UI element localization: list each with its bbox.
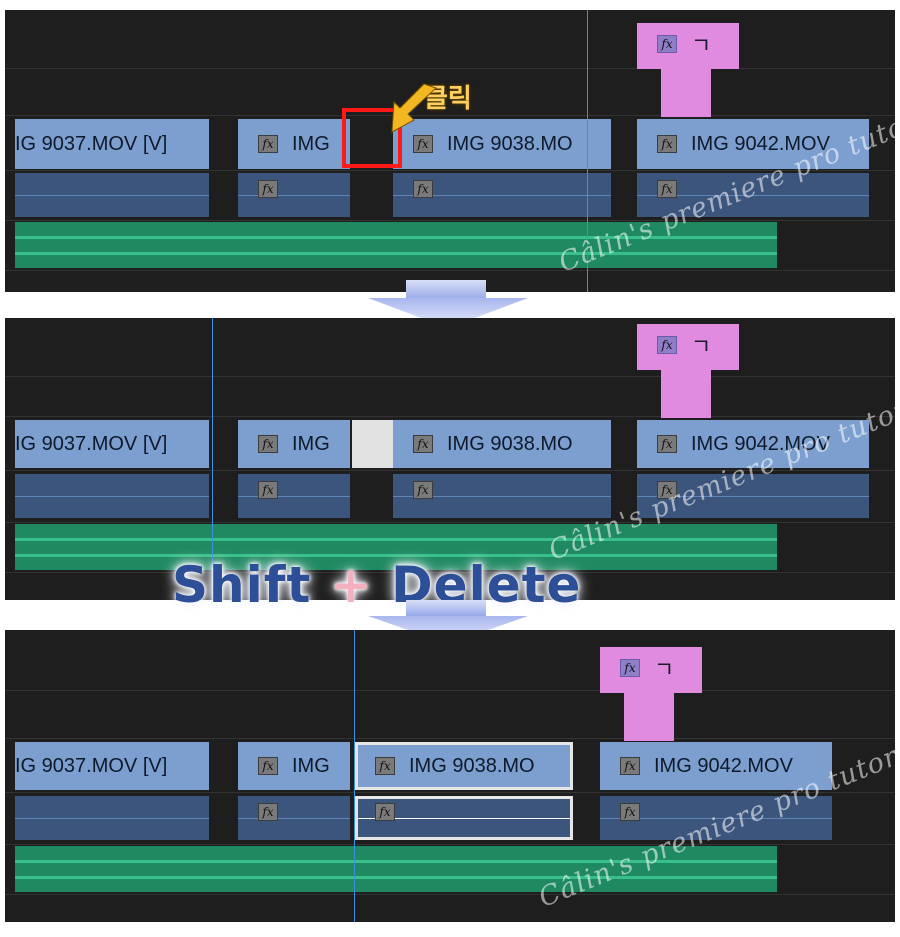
down-arrow-head (368, 298, 528, 328)
gap-highlight-box[interactable] (342, 108, 402, 168)
clip-name: IMG 9038.MO (447, 432, 573, 455)
clip-name: IG 9037.MOV [V] (15, 432, 168, 455)
clip-name: IMG (292, 132, 330, 155)
title-clip-tail (624, 693, 674, 741)
playhead[interactable] (354, 630, 355, 922)
video-clip-img[interactable]: fx IMG (238, 420, 350, 468)
audio-track-green[interactable] (15, 524, 777, 570)
fx-icon: fx (657, 481, 677, 499)
audio-clip[interactable]: fx (238, 474, 350, 518)
clip-name: IMG (292, 432, 330, 455)
fx-icon: fx (657, 135, 677, 153)
fx-icon: fx (620, 659, 640, 677)
audio-clip[interactable]: fx (238, 173, 350, 217)
title-clip-tail (661, 69, 711, 117)
fx-icon: fx (258, 803, 278, 821)
fx-icon: fx (258, 481, 278, 499)
fx-icon: fx (375, 757, 395, 775)
fx-icon: fx (413, 135, 433, 153)
fx-icon: fx (375, 803, 395, 821)
audio-clip[interactable]: fx (393, 474, 611, 518)
title-clip-text: ㄱ (691, 33, 712, 58)
video-clip-9037[interactable]: IG 9037.MOV [V] (15, 742, 209, 790)
title-clip-label: fx ㄱ (657, 329, 711, 361)
audio-clip[interactable]: fx (637, 173, 869, 217)
shortcut-plus: + (329, 556, 373, 614)
fx-icon: fx (657, 336, 677, 354)
audio-clip[interactable]: fx (600, 796, 832, 840)
clip-name: IMG 9042.MOV (691, 432, 830, 455)
clip-name: IMG 9042.MOV (654, 754, 793, 777)
fx-icon: fx (657, 435, 677, 453)
audio-clip[interactable]: fx (238, 796, 350, 840)
fx-icon: fx (413, 180, 433, 198)
audio-clip[interactable] (15, 474, 209, 518)
video-clip-9038[interactable]: fx IMG 9038.MO (393, 119, 611, 169)
fx-icon: fx (620, 803, 640, 821)
playhead[interactable] (212, 318, 213, 600)
audio-clip-selected[interactable]: fx (355, 796, 573, 840)
video-clip-9038[interactable]: fx IMG 9038.MO (393, 420, 611, 468)
title-clip-text: ㄱ (691, 334, 712, 359)
fx-icon: fx (258, 757, 278, 775)
audio-clip[interactable]: fx (637, 474, 869, 518)
arrow-icon (391, 83, 437, 133)
playhead[interactable] (587, 10, 588, 292)
fx-icon: fx (413, 435, 433, 453)
fx-icon: fx (620, 757, 640, 775)
fx-icon: fx (413, 481, 433, 499)
video-clip-9037[interactable]: IG 9037.MOV [V] (15, 420, 209, 468)
video-clip-9042[interactable]: fx IMG 9042.MOV (637, 420, 869, 468)
title-clip-tail (661, 370, 711, 418)
clip-name: IMG 9038.MO (447, 132, 573, 155)
clip-name: IMG 9038.MO (409, 754, 535, 777)
video-clip-img[interactable]: fx IMG (238, 742, 350, 790)
title-clip[interactable] (600, 647, 702, 693)
down-arrow-icon (406, 280, 486, 302)
fx-icon: fx (657, 180, 677, 198)
selected-gap[interactable] (352, 420, 393, 468)
title-clip[interactable] (637, 23, 739, 69)
shortcut-key-shift: Shift (172, 556, 312, 614)
fx-icon: fx (258, 135, 278, 153)
clip-name: IMG (292, 754, 330, 777)
title-clip-text: ㄱ (654, 657, 675, 682)
video-clip-9038-selected[interactable]: fx IMG 9038.MO (355, 742, 573, 790)
audio-clip[interactable]: fx (393, 173, 611, 217)
audio-clip[interactable] (15, 796, 209, 840)
fx-icon: fx (258, 435, 278, 453)
video-clip-9042[interactable]: fx IMG 9042.MOV (637, 119, 869, 169)
video-clip-9042[interactable]: fx IMG 9042.MOV (600, 742, 832, 790)
title-clip[interactable] (637, 324, 739, 370)
audio-track-green[interactable] (15, 846, 777, 892)
audio-clip[interactable] (15, 173, 209, 217)
fx-icon: fx (258, 180, 278, 198)
shortcut-annotation: Shift + Delete (172, 556, 581, 614)
title-clip-label: fx ㄱ (657, 28, 711, 60)
clip-name: IG 9037.MOV [V] (15, 132, 168, 155)
clip-name: IG 9037.MOV [V] (15, 754, 168, 777)
video-clip-img[interactable]: fx IMG (238, 119, 350, 169)
down-arrow-icon (406, 600, 486, 618)
title-clip-label: fx ㄱ (620, 652, 674, 684)
audio-track-green[interactable] (15, 222, 777, 268)
video-clip-9037[interactable]: IG 9037.MOV [V] (15, 119, 209, 169)
clip-name: IMG 9042.MOV (691, 132, 830, 155)
fx-icon: fx (657, 35, 677, 53)
